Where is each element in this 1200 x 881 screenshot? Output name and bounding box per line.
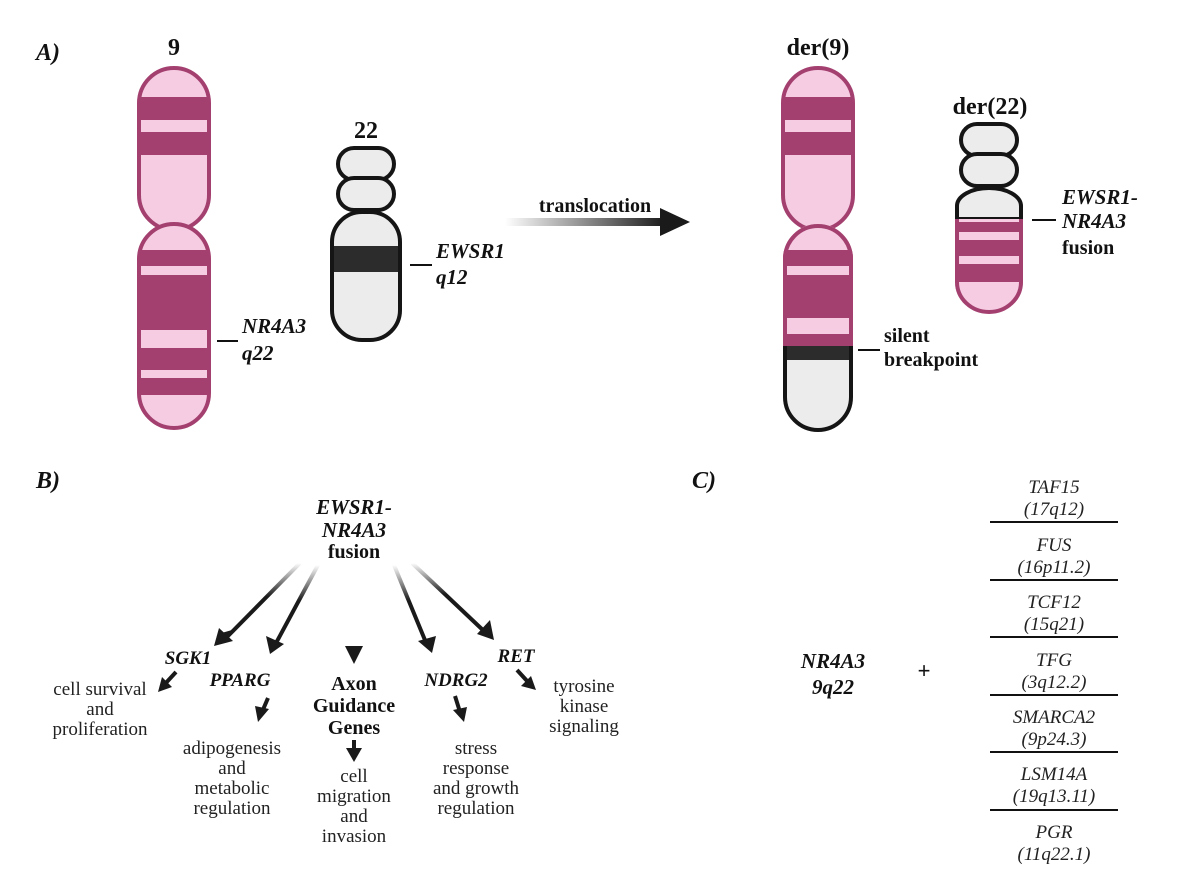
nr4a3-gene-label: NR4A3 — [241, 314, 306, 338]
arrow-to-pparg — [273, 564, 320, 646]
der9-chromosome: der(9) — [781, 35, 855, 432]
partner-band: (17q12) — [1024, 499, 1084, 520]
partner-band: (15q21) — [1024, 614, 1084, 635]
der22-fusion-line3: fusion — [1062, 237, 1114, 259]
partner-band: (9p24.3) — [1022, 729, 1087, 750]
ret-effect-arrow — [515, 668, 530, 684]
pparg-effect-arrowhead — [255, 706, 269, 722]
axon-effect-line2: migration — [317, 786, 391, 807]
partner-gene: PGR — [1035, 822, 1073, 843]
arrow-to-sgk1 — [224, 561, 302, 640]
fusion-arrowheads — [214, 620, 494, 664]
der22-chromosome: der(22) — [953, 94, 1028, 314]
partner-gene: TCF12 — [1027, 592, 1081, 613]
partner-gene: TAF15 — [1028, 477, 1079, 498]
target-ret-gene: RET — [497, 646, 536, 667]
silent-breakpoint-line1: silent — [884, 325, 930, 347]
pparg-effect-line2: and — [218, 758, 246, 779]
target-sgk1-gene: SGK1 — [165, 648, 211, 669]
der22-label: der(22) — [953, 94, 1028, 120]
partner-band: (11q22.1) — [1018, 844, 1091, 865]
axon-effect-line3: and — [340, 806, 368, 827]
ndrg2-effect-arrowhead — [453, 707, 467, 722]
axon-gene-line3: Genes — [328, 717, 380, 739]
partner-gene: LSM14A — [1020, 764, 1088, 785]
sgk1-effect-line2: and — [86, 699, 114, 720]
ret-effect-arrowhead — [521, 676, 536, 690]
ewsr1-band-label: q12 — [436, 265, 468, 289]
sgk1-effect-line3: proliferation — [53, 719, 148, 740]
source-fusion-line1: EWSR1- — [315, 495, 392, 519]
arrow-to-ndrg2 — [392, 564, 429, 646]
nr4a3-band-label: q22 — [242, 341, 274, 365]
target-pparg-gene: PPARG — [209, 670, 271, 691]
chromosome-22-label: 22 — [354, 118, 378, 144]
panel-c-label: C) — [692, 468, 716, 494]
ret-effect-line1: tyrosine — [553, 676, 614, 697]
ndrg2-effect-line1: stress — [455, 738, 497, 759]
ret-effect-line2: kinase — [560, 696, 609, 717]
chromosome-22: 22 — [330, 118, 402, 342]
axon-gene-line1: Axon — [331, 673, 377, 695]
der22-fusion-line2: NR4A3 — [1061, 209, 1126, 233]
translocation-label: translocation — [539, 195, 651, 217]
partner-band: (16p11.2) — [1018, 557, 1091, 578]
chromosome-9-label: 9 — [168, 35, 180, 61]
panel-c-band: 9q22 — [812, 675, 855, 699]
ewsr1-gene-label: EWSR1 — [435, 239, 505, 263]
partner-gene: SMARCA2 — [1013, 707, 1096, 728]
axon-effect-line1: cell — [340, 766, 367, 787]
pparg-effect-line1: adipogenesis — [183, 738, 281, 759]
partner-band: (3q12.2) — [1022, 672, 1087, 693]
partner-gene: FUS — [1036, 535, 1072, 556]
ndrg2-effect-line2: response — [443, 758, 509, 779]
fusion-target-arrows — [218, 561, 488, 655]
ndrg2-effect-line4: regulation — [437, 798, 515, 819]
translocation-arrow — [505, 208, 690, 236]
silent-breakpoint-line2: breakpoint — [884, 349, 978, 371]
fusion-partner-list: TAF15 (17q12) FUS (16p11.2) TCF12 (15q21… — [990, 477, 1118, 865]
sgk1-effect-line1: cell survival — [53, 679, 146, 700]
axon-effect-line4: invasion — [322, 826, 387, 847]
source-fusion-line2: NR4A3 — [321, 518, 386, 542]
partner-band: (19q13.11) — [1013, 786, 1096, 807]
panel-b-label: B) — [35, 468, 60, 494]
sgk1-effect-arrowhead — [158, 677, 172, 692]
axon-effect-arrowhead — [346, 748, 362, 762]
der22-fusion-line1: EWSR1- — [1061, 185, 1138, 209]
pparg-effect-line4: regulation — [193, 798, 271, 819]
target-ndrg2-gene: NDRG2 — [423, 670, 488, 691]
plus-sign: + — [918, 658, 931, 683]
axon-gene-line2: Guidance — [313, 695, 395, 717]
pparg-effect-line3: metabolic — [195, 778, 270, 799]
partner-gene: TFG — [1036, 650, 1072, 671]
arrow-to-ret — [410, 561, 488, 635]
chromosome-9: 9 — [137, 35, 211, 430]
ndrg2-effect-line3: and growth — [433, 778, 520, 799]
source-fusion-line3: fusion — [328, 541, 380, 563]
ret-effect-line3: signaling — [549, 716, 619, 737]
der9-label: der(9) — [787, 35, 850, 61]
panel-a-label: A) — [34, 40, 60, 66]
panel-c-gene: NR4A3 — [800, 649, 865, 673]
